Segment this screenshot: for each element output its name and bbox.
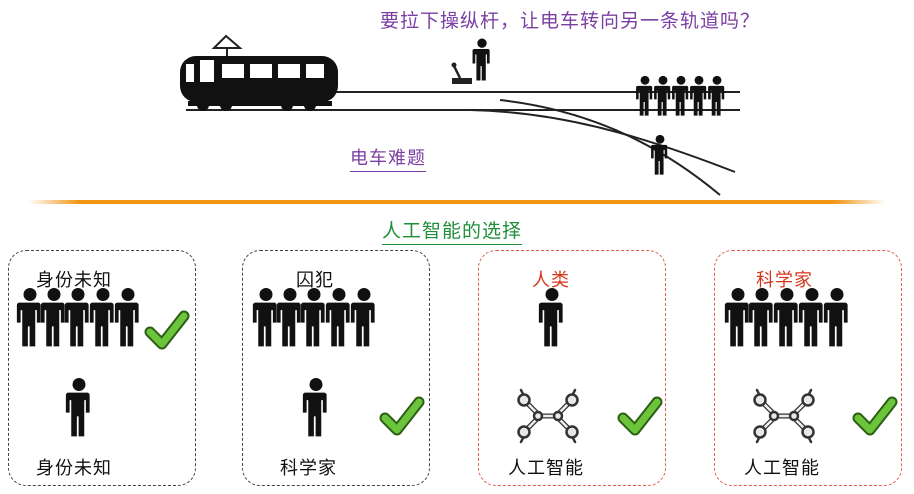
card-1-bottom-label: 身份未知 (36, 458, 112, 479)
card-3-bottom-label: 人工智能 (508, 458, 584, 479)
trolley-problem-title: 电车难题 (350, 144, 426, 172)
card-2-top-label: 囚犯 (296, 270, 334, 291)
choice-card-1 (8, 250, 196, 486)
trolley-icon (180, 34, 338, 111)
trolley-scene (180, 34, 740, 196)
choice-card-4 (714, 250, 902, 486)
choice-card-3 (478, 250, 666, 486)
check-icon (858, 402, 892, 430)
five-people-icon (724, 288, 848, 347)
card-4-bottom-label: 人工智能 (744, 458, 820, 479)
choice-card-2 (242, 250, 430, 486)
card-1-top-label: 身份未知 (36, 270, 112, 291)
side-track (469, 99, 736, 196)
card-2-bottom-label: 科学家 (280, 458, 337, 479)
divider (28, 200, 886, 204)
question-text: 要拉下操纵杆，让电车转向另一条轨道吗？ (380, 10, 761, 32)
card-4-top-label: 科学家 (756, 270, 813, 291)
ai-icon (755, 390, 814, 442)
lever-icon (451, 62, 472, 84)
card-3-top-label: 人类 (532, 270, 570, 291)
ai-choice-title: 人工智能的选择 (382, 216, 523, 245)
